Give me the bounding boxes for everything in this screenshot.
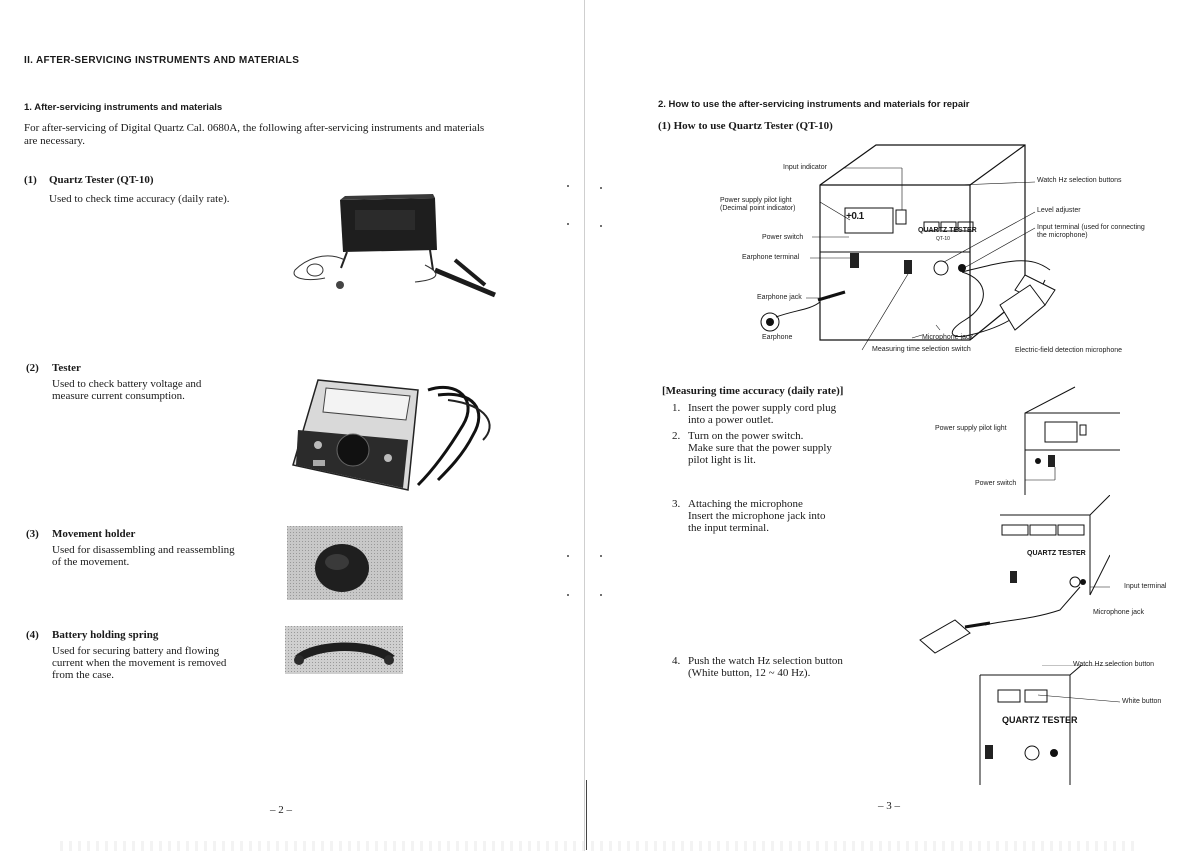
label-efd-microphone: Electric-field detection microphone: [1015, 347, 1122, 354]
page-number: – 2 –: [270, 804, 292, 816]
label-level-adjuster: Level adjuster: [1037, 207, 1081, 214]
label-power-pilot-1: Power supply pilot light: [720, 197, 792, 204]
measuring-heading: [Measuring time accuracy (daily rate)]: [662, 385, 844, 397]
item-title: Battery holding spring: [52, 629, 159, 641]
scan-speck: [567, 185, 569, 187]
sub-heading: 1. After-servicing instruments and mater…: [24, 102, 223, 113]
step-line-2: Make sure that the power supply: [688, 442, 832, 454]
step-number: 4.: [672, 655, 681, 667]
item-number: (2): [26, 362, 39, 374]
label-power-pilot: Power supply pilot light: [935, 425, 1007, 432]
step-number: 3.: [672, 498, 681, 510]
step-line-3: the input terminal.: [688, 522, 769, 534]
page-number: – 3 –: [878, 800, 900, 812]
item-desc-2: measure current consumption.: [52, 390, 185, 402]
step-line-2: (White button, 12 ~ 40 Hz).: [688, 667, 811, 679]
item-desc-3: from the case.: [52, 669, 114, 681]
display-readout: +0.1: [846, 211, 864, 222]
item-desc-1: Used for disassembling and reassembling: [52, 544, 235, 556]
scan-speck: [600, 594, 602, 596]
power-switch-detail-diagram: [1024, 386, 1120, 495]
item-title: Tester: [52, 362, 81, 374]
brand-label: QUARTZ TESTER: [918, 227, 977, 234]
item-desc-2: of the movement.: [52, 556, 130, 568]
item-desc-1: Used for securing battery and flowing: [52, 645, 220, 657]
label-power-pilot-2: (Decimal point indicator): [720, 205, 796, 212]
label-input-terminal: Input terminal: [1124, 583, 1167, 590]
label-microphone-jack: Microphone jack: [1093, 609, 1144, 616]
scan-speck: [600, 225, 602, 227]
section-heading: II. AFTER-SERVICING INSTRUMENTS AND MATE…: [24, 55, 300, 66]
step-line-3: pilot light is lit.: [688, 454, 756, 466]
sub-heading: 2. How to use the after-servicing instru…: [658, 99, 970, 110]
label-input-indicator: Input indicator: [783, 164, 827, 171]
intro-line-2: are necessary.: [24, 135, 85, 147]
item-title: Movement holder: [52, 528, 136, 540]
item-title: Quartz Tester (QT-10): [49, 174, 154, 186]
label-input-terminal-2: the microphone): [1037, 232, 1088, 239]
sub-sub-heading: (1) How to use Quartz Tester (QT-10): [658, 120, 833, 132]
step-line-2: Insert the microphone jack into: [688, 510, 826, 522]
item-number: (3): [26, 528, 39, 540]
battery-holding-spring-photo: [285, 626, 403, 674]
label-power-switch: Power switch: [975, 480, 1017, 487]
scan-speck: [567, 594, 569, 596]
page-gutter-shadow: [586, 780, 587, 850]
label-watch-hz-button: Watch Hz selection button: [1073, 661, 1155, 668]
label-microphone-jack: Microphone jack: [922, 334, 973, 341]
microphone-attach-detail-diagram: QUARTZ TESTER: [919, 495, 1110, 654]
page-gutter: [584, 0, 585, 851]
svg-text:QUARTZ TESTER: QUARTZ TESTER: [1027, 550, 1086, 557]
label-earphone-jack: Earphone jack: [757, 294, 802, 301]
label-power-switch: Power switch: [762, 234, 804, 241]
quartz-tester-diagram: [760, 144, 1056, 351]
label-watch-hz: Watch Hz selection buttons: [1037, 177, 1122, 184]
model-label: QT-10: [936, 236, 950, 242]
quartz-tester-photo: [293, 194, 496, 298]
scan-speck: [600, 187, 602, 189]
step-line-2: into a power outlet.: [688, 414, 774, 426]
scan-speck: [567, 555, 569, 557]
step-line-1: Attaching the microphone: [688, 498, 803, 510]
movement-holder-photo: [287, 526, 403, 600]
item-number: (1): [24, 174, 37, 186]
item-desc-2: current when the movement is removed: [52, 657, 227, 669]
scan-speck: [600, 555, 602, 557]
step-line-1: Turn on the power switch.: [688, 430, 804, 442]
label-input-terminal-1: Input terminal (used for connecting: [1037, 224, 1145, 231]
item-desc-1: Used to check battery voltage and: [52, 378, 202, 390]
step-line-1: Insert the power supply cord plug: [688, 402, 837, 414]
step-line-1: Push the watch Hz selection button: [688, 655, 843, 667]
step-number: 1.: [672, 402, 681, 414]
item-number: (4): [26, 629, 39, 641]
scan-speck: [567, 223, 569, 225]
step-number: 2.: [672, 430, 681, 442]
svg-text:QUARTZ TESTER: QUARTZ TESTER: [1002, 715, 1078, 725]
label-earphone: Earphone: [762, 334, 793, 341]
tester-multimeter-photo: [292, 379, 491, 491]
label-measuring-switch: Measuring time selection switch: [872, 346, 971, 353]
item-desc: Used to check time accuracy (daily rate)…: [49, 193, 230, 205]
scan-edge-noise: [60, 841, 1140, 851]
watch-hz-detail-diagram: QUARTZ TESTER: [979, 665, 1121, 785]
label-earphone-terminal: Earphone terminal: [742, 254, 800, 261]
label-white-button: White button: [1122, 698, 1162, 705]
intro-line-1: For after-servicing of Digital Quartz Ca…: [24, 122, 485, 134]
